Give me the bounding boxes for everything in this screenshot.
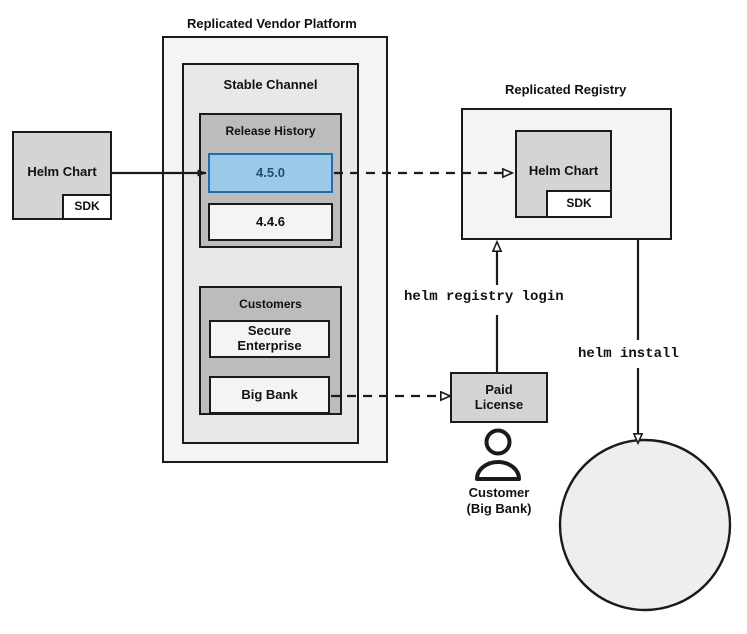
customer-actor-label-line2: (Big Bank): [466, 500, 532, 516]
cluster-component-sdk-label: SDK: [623, 510, 652, 526]
source-helm-chart-label: Helm Chart: [27, 164, 97, 179]
stable-channel-title: Stable Channel: [223, 77, 318, 92]
customer-big-bank-label: Big Bank: [241, 386, 298, 402]
command-helm-registry-login: helm registry login: [404, 289, 564, 305]
customer-actor-label-line1: Customer: [468, 485, 530, 500]
vendor-platform-title: Replicated Vendor Platform: [187, 16, 357, 31]
release-version-4-4-6[interactable]: 4.4.6: [208, 203, 333, 241]
source-sdk-box: SDK: [62, 194, 112, 220]
command-helm-install: helm install: [578, 346, 679, 362]
source-sdk-label: SDK: [74, 199, 100, 214]
registry-helm-chart-label: Helm Chart: [528, 163, 599, 178]
person-icon: [475, 428, 521, 481]
paid-license-box: Paid License: [450, 372, 548, 423]
registry-sdk-label: SDK: [566, 196, 592, 211]
cluster-component-app-label: App 4.5.0: [608, 543, 667, 559]
customer-actor-label: Customer (Big Bank): [437, 485, 561, 516]
release-version-4-5-0[interactable]: 4.5.0: [208, 153, 333, 193]
customer-big-bank[interactable]: Big Bank: [209, 376, 330, 414]
registry-title: Replicated Registry: [505, 82, 627, 97]
customer-secure-enterprise-label: Secure Enterprise: [237, 323, 302, 353]
cluster-component-sdk: SDK: [568, 506, 707, 532]
release-version-4-4-6-label: 4.4.6: [256, 213, 285, 229]
cluster-component-app: App 4.5.0: [568, 538, 707, 565]
kubernetes-cluster-title: Kubernetes Cluster: [585, 474, 705, 489]
release-history-title: Release History: [225, 124, 316, 138]
customer-secure-enterprise[interactable]: Secure Enterprise: [209, 320, 330, 358]
registry-sdk-box: SDK: [546, 190, 612, 218]
paid-license-label: Paid License: [474, 381, 524, 412]
release-version-4-5-0-label: 4.5.0: [256, 164, 285, 180]
customers-title: Customers: [239, 297, 302, 311]
